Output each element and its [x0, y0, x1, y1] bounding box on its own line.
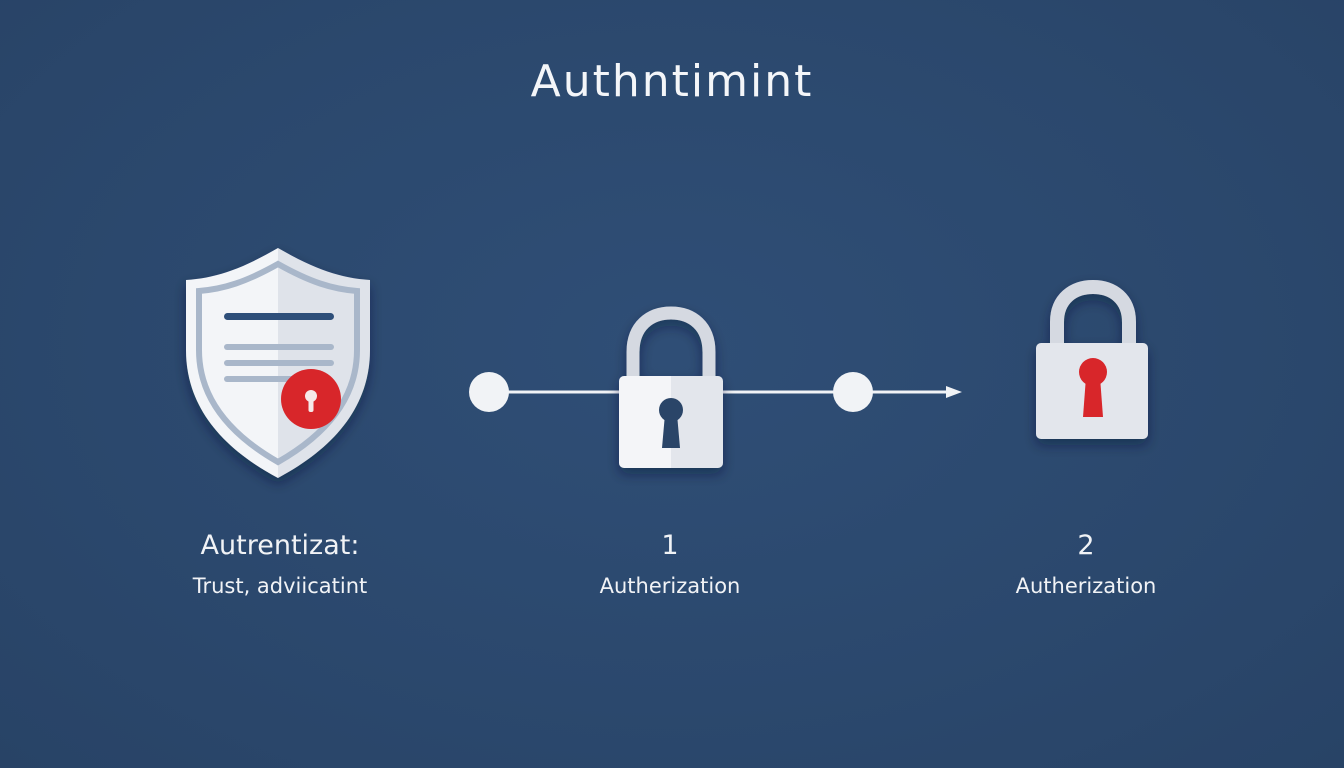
step-heading: Autrentizat:	[200, 530, 360, 561]
step-caption: Trust, adviicatint	[192, 574, 368, 598]
step-caption: Autherization	[1015, 574, 1157, 598]
flow-node	[469, 372, 509, 412]
step-heading: 1	[661, 530, 679, 561]
padlock-icon	[619, 306, 723, 468]
diagram-title: Authntimint	[530, 56, 814, 107]
step-heading: 2	[1077, 530, 1095, 561]
step-caption: Autherization	[599, 574, 741, 598]
padlock-red-keyhole-icon	[1036, 279, 1148, 439]
arrow-head-icon	[946, 386, 962, 398]
shield-document-icon	[186, 248, 370, 478]
flow-node	[833, 372, 873, 412]
